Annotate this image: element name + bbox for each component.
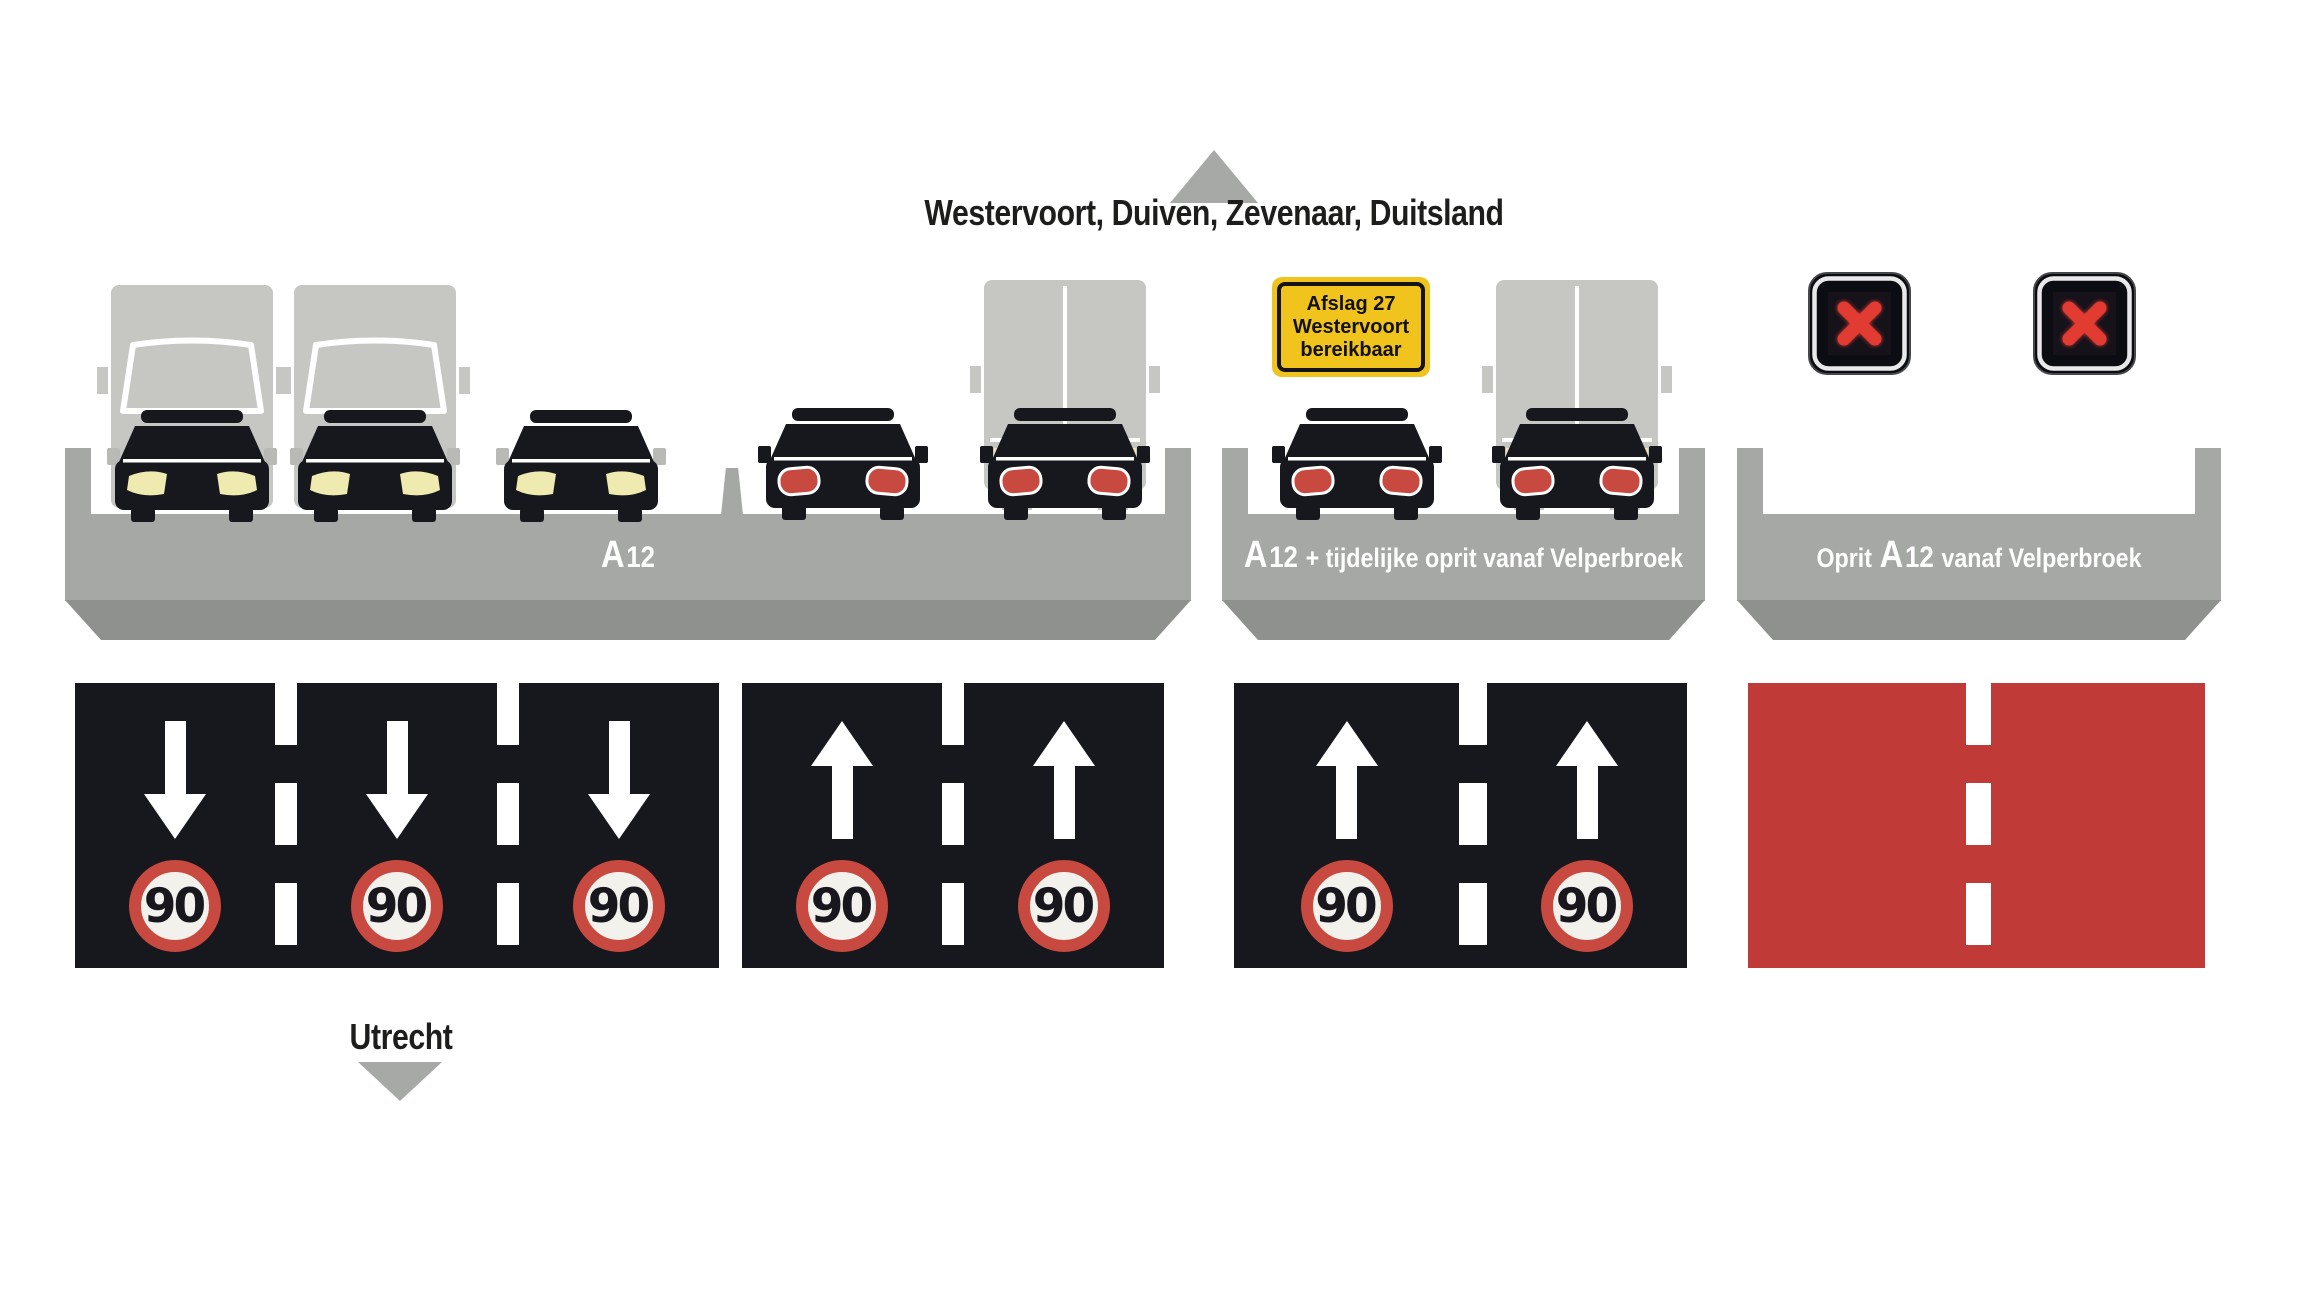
road-wall (1737, 448, 1763, 515)
road-label-number: 12 (1269, 541, 1298, 574)
exit-sign-line2: Westervoort (1292, 315, 1410, 338)
lane-dashed-line (1459, 683, 1487, 968)
road-floor (1222, 514, 1705, 601)
down-arrow-icon (366, 721, 428, 839)
road-a12-temp-onramp: A 12 + tijdelijke oprit vanaf Velperbroe… (1222, 448, 1705, 641)
lane-closed (1748, 683, 1966, 968)
down-arrow-icon (588, 721, 650, 839)
road-median-divider (721, 468, 743, 515)
road-base (1737, 600, 2221, 640)
road-wall (1222, 448, 1248, 515)
up-arrow-icon (1315, 721, 1378, 839)
lane-panel-group-temp-onramp: 90 90 (1234, 683, 1687, 968)
car-front-icon (290, 410, 460, 522)
road-label: Oprit A 12 vanaf Velperbroek (1797, 510, 2162, 600)
speed-limit-sign: 90 (1018, 860, 1110, 952)
exit-sign-border: Afslag 27 Westervoort bereikbaar (1277, 282, 1425, 372)
down-arrow-icon (144, 721, 206, 839)
exit-sign-line3: bereikbaar (1300, 338, 1402, 361)
speed-value: 90 (1032, 878, 1095, 934)
road-a12-main: A 12 (65, 448, 1191, 641)
lane-closed (1991, 683, 2205, 968)
lane-panel-group-closed-onramp (1748, 683, 2205, 968)
speed-limit-sign: 90 (573, 860, 665, 952)
road-wall (65, 448, 91, 515)
road-floor (65, 514, 1191, 601)
speed-value: 90 (587, 878, 650, 934)
header-destinations: Westervoort, Duiven, Zevenaar, Duitsland (924, 192, 1504, 233)
speed-limit-sign: 90 (129, 860, 221, 952)
lane-dashed-line (275, 683, 297, 968)
speed-value: 90 (1315, 878, 1377, 934)
road-wall (1165, 448, 1191, 515)
speed-value: 90 (365, 878, 428, 934)
car-front-icon (107, 410, 277, 522)
car-rear-icon (1492, 408, 1662, 520)
speed-limit-sign: 90 (1300, 860, 1393, 952)
road-label-rest: vanaf Velperbroek (1941, 543, 2142, 573)
lane-open-down: 90 (75, 683, 275, 968)
road-label: A 12 (170, 510, 1087, 600)
north-direction-arrow-icon (1170, 150, 1258, 203)
lane-open-up: 90 (742, 683, 942, 968)
car-front-icon (496, 410, 666, 522)
up-arrow-icon (1033, 721, 1095, 839)
road-wall (2195, 448, 2221, 515)
speed-limit-sign: 90 (796, 860, 888, 952)
lane-dashed-line (497, 683, 519, 968)
red-x-matrix-sign-icon (2033, 272, 2136, 375)
road-label-a: A (1243, 534, 1268, 576)
road-label-a: A (1879, 534, 1904, 576)
up-arrow-icon (1556, 721, 1618, 839)
footer-destination: Utrecht (349, 1016, 453, 1057)
road-floor (1737, 514, 2221, 601)
lane-open-up: 90 (964, 683, 1164, 968)
road-label-rest: + tijdelijke oprit vanaf Velperbroek (1305, 543, 1684, 573)
lane-dashed-line (1966, 683, 1991, 968)
exit-sign-line1: Afslag 27 (1306, 292, 1396, 315)
red-x-matrix-sign-icon (1808, 272, 1911, 375)
road-label: A 12 + tijdelijke oprit vanaf Velperbroe… (1244, 510, 1683, 600)
road-base (65, 600, 1191, 640)
lane-open-up: 90 (1487, 683, 1687, 968)
road-base (1222, 600, 1705, 640)
road-label-number: 12 (626, 541, 656, 574)
road-label-prefix: Oprit (1816, 543, 1872, 573)
speed-limit-sign: 90 (351, 860, 443, 952)
car-rear-icon (980, 408, 1150, 520)
lane-open-up: 90 (1234, 683, 1459, 968)
lane-open-down: 90 (519, 683, 719, 968)
road-label-a: A (600, 534, 625, 576)
road-label-number: 12 (1905, 541, 1934, 574)
speed-value: 90 (143, 878, 206, 934)
south-direction-arrow-icon (358, 1062, 442, 1101)
speed-limit-sign: 90 (1541, 860, 1633, 952)
speed-value: 90 (810, 878, 873, 934)
lane-open-down: 90 (297, 683, 497, 968)
speed-value: 90 (1555, 878, 1618, 934)
road-onramp-closed: Oprit A 12 vanaf Velperbroek (1737, 448, 2221, 641)
up-arrow-icon (811, 721, 873, 839)
lane-panel-group-a12: 90 90 90 90 90 (75, 683, 1164, 968)
car-rear-icon (758, 408, 928, 520)
car-rear-icon (1272, 408, 1442, 520)
exit-27-sign: Afslag 27 Westervoort bereikbaar (1272, 277, 1430, 377)
lane-dashed-line (942, 683, 964, 968)
direction-separator (719, 683, 742, 968)
road-wall (1679, 448, 1705, 515)
